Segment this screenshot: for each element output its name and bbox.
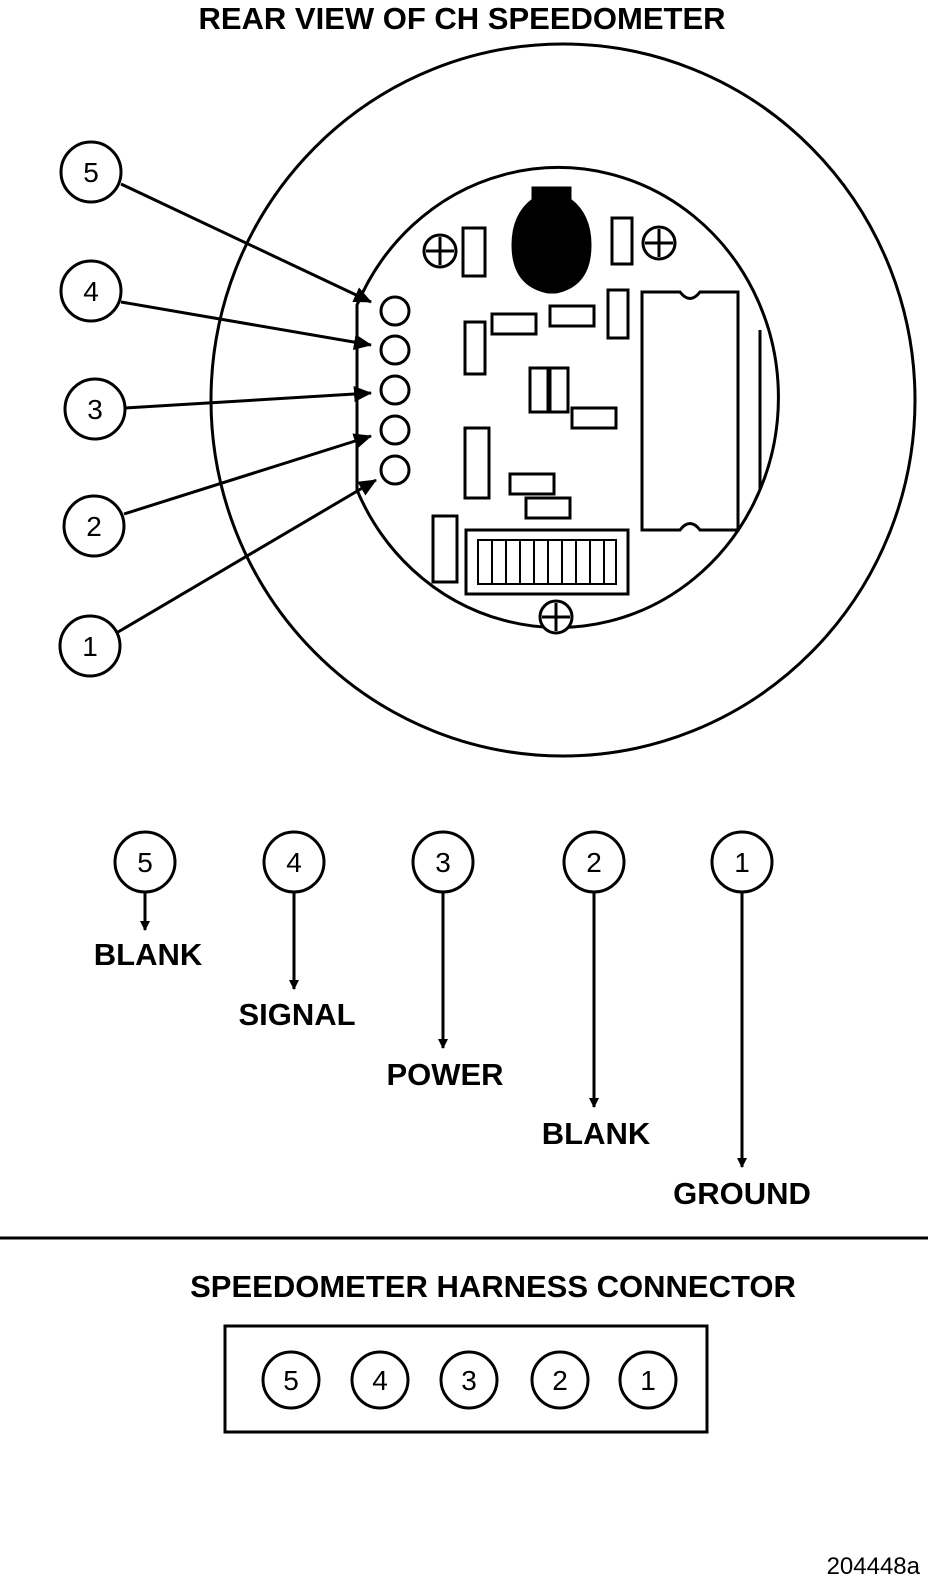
resistor-icon — [490, 312, 538, 336]
capacitor-icon — [610, 216, 634, 266]
terminal-pin — [379, 295, 411, 327]
pin-function-label: POWER — [386, 1057, 503, 1092]
connector-pin-number: 2 — [552, 1365, 568, 1396]
connector-title: SPEEDOMETER HARNESS CONNECTOR — [190, 1269, 796, 1304]
connector-pin-number: 5 — [283, 1365, 299, 1396]
speedometer-rear-view — [209, 42, 917, 758]
resistor-icon — [524, 496, 572, 520]
connector-pin-4: 4 — [350, 1350, 410, 1410]
pin-number: 4 — [286, 847, 302, 878]
terminal-pin — [379, 414, 411, 446]
chip-icon — [640, 290, 740, 532]
pin-number: 2 — [586, 847, 602, 878]
circuit-board — [355, 166, 780, 629]
resistor-icon — [463, 426, 491, 500]
callout-number: 3 — [87, 394, 103, 425]
capacitor-icon — [431, 514, 459, 584]
pin-number: 3 — [435, 847, 451, 878]
screw-icon — [422, 233, 458, 269]
resistor-icon — [528, 366, 550, 414]
pin-5-function: 5 BLANK — [94, 830, 203, 972]
pin-function-label: BLANK — [94, 937, 203, 972]
callout-3: 3 — [63, 377, 127, 441]
connector-pin-number: 3 — [461, 1365, 477, 1396]
harness-connector: 5 4 3 2 1 — [223, 1324, 709, 1434]
pin-function-legend: 5 BLANK 4 SIGNAL 3 POWER 2 BLANK 1 GROUN… — [94, 830, 811, 1211]
terminal-pin — [379, 334, 411, 366]
pin-function-label: BLANK — [542, 1116, 651, 1151]
resistor-icon — [463, 320, 487, 376]
connector-pin-2: 2 — [530, 1350, 590, 1410]
terminal-pin — [379, 454, 411, 486]
callout-1: 1 — [58, 614, 122, 678]
resistor-icon — [570, 406, 618, 430]
pin-3-function: 3 POWER — [386, 830, 504, 1092]
diagram-title: REAR VIEW OF CH SPEEDOMETER — [198, 1, 725, 36]
callout-2: 2 — [62, 494, 126, 558]
resistor-icon — [548, 366, 570, 414]
callout-4: 4 — [59, 259, 123, 323]
pin-function-label: SIGNAL — [238, 997, 355, 1032]
resistor-icon — [548, 304, 596, 328]
board-components — [422, 186, 740, 635]
pin-number: 5 — [137, 847, 153, 878]
connector-pin-5: 5 — [261, 1350, 321, 1410]
screw-icon — [538, 599, 574, 635]
callout-number: 2 — [86, 511, 102, 542]
callout-5: 5 — [59, 140, 123, 204]
capacitor-icon — [461, 226, 487, 278]
buzzer-icon — [511, 186, 592, 294]
pin-number: 1 — [734, 847, 750, 878]
pin-function-label: GROUND — [673, 1176, 811, 1211]
callout-number: 4 — [83, 276, 99, 307]
figure-id: 204448a — [827, 1553, 921, 1580]
pin-1-function: 1 GROUND — [673, 830, 811, 1211]
terminal-pin — [379, 374, 411, 406]
connector-pin-number: 1 — [640, 1365, 656, 1396]
screw-icon — [641, 225, 677, 261]
resistor-icon — [508, 472, 556, 496]
connector-pin-3: 3 — [439, 1350, 499, 1410]
resistor-icon — [606, 288, 630, 340]
callout-number: 1 — [82, 631, 98, 662]
pin-2-function: 2 BLANK — [542, 830, 651, 1151]
connector-pin-number: 4 — [372, 1365, 388, 1396]
speedometer-outer-ring — [209, 42, 917, 758]
callout-number: 5 — [83, 157, 99, 188]
pin-4-function: 4 SIGNAL — [238, 830, 356, 1032]
connector-pin-1: 1 — [618, 1350, 678, 1410]
terminal-pins — [379, 295, 411, 486]
